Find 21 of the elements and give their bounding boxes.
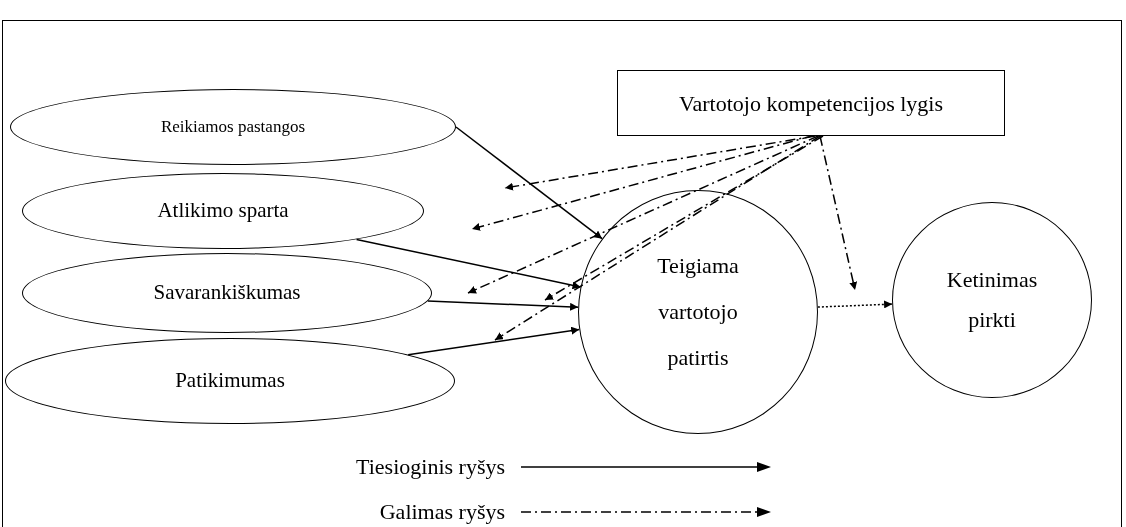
arrow	[407, 326, 580, 356]
node-label: Patikimumas	[175, 367, 285, 395]
arrow	[455, 126, 603, 240]
legend-label: Tiesioginis ryšys	[355, 453, 505, 481]
moderating-arrow	[494, 135, 821, 341]
competence-box	[617, 70, 1005, 136]
moderating-arrow	[504, 135, 816, 191]
moderating-arrow	[471, 135, 813, 231]
arrow	[355, 238, 582, 290]
legend-label: Galimas ryšys	[378, 498, 505, 526]
node-label: Vartotojo kompetencijos lygis	[679, 89, 943, 118]
node-label: Reikiamos pastangos	[161, 116, 305, 139]
node-label: Teigiama vartotojo patirtis	[656, 252, 740, 372]
moderating-arrow	[544, 135, 824, 301]
arrow	[427, 300, 579, 311]
node-label: Ketinimas pirkti	[945, 266, 1039, 334]
moderating-arrow	[467, 135, 819, 294]
node-label: Atlikimo sparta	[157, 197, 289, 225]
arrow	[817, 300, 893, 309]
node-label: Savarankiškumas	[153, 279, 301, 307]
moderating-arrow	[819, 135, 858, 291]
